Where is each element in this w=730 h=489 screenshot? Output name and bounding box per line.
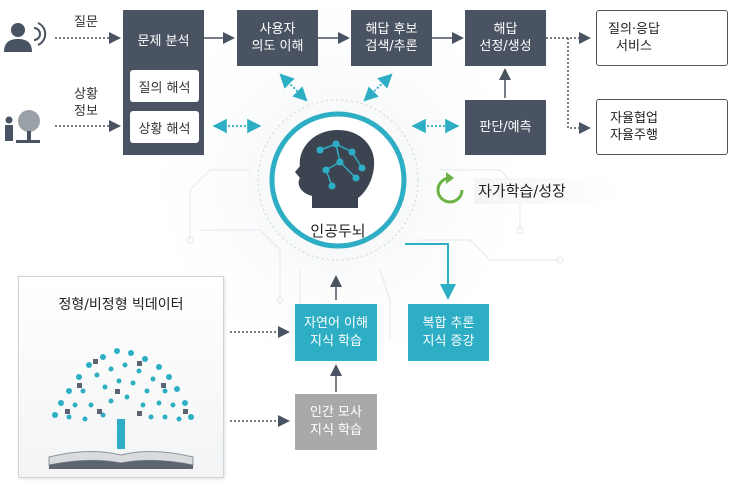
- complex-reasoning-line1: 복합 추론: [422, 315, 475, 331]
- human-mimic-line1: 인간 모사: [310, 405, 362, 420]
- qa-service-line1: 질의·응답: [608, 22, 660, 37]
- data-tree-foliage: [52, 348, 194, 422]
- nlu-learning-box: 자연어 이해 지식 학습: [295, 304, 377, 361]
- data-tree-trunk: [117, 419, 125, 449]
- situation-interpretation: 상황 해석: [130, 111, 199, 143]
- situation-label-line2: 정보: [74, 104, 98, 119]
- problem-analysis-box: 문제 분석 질의 해석 상황 해석: [123, 10, 204, 155]
- user-intent-line1: 사용자: [259, 22, 296, 37]
- autonomous-line1: 자율협업: [610, 111, 658, 126]
- complex-reasoning-line2: 지식 증강: [422, 333, 475, 349]
- situation-label: 상황 정보: [66, 86, 106, 120]
- nlu-learning-line1: 자연어 이해: [304, 315, 368, 331]
- autonomous-box: 자율협업 자율주행: [596, 99, 728, 155]
- answer-select-line2: 선정/생성: [479, 39, 532, 54]
- bigdata-panel: 정형/비정형 빅데이터: [18, 276, 224, 478]
- query-interpretation: 질의 해석: [130, 70, 199, 102]
- judge-predict-box: 판단/예측: [465, 100, 546, 155]
- answer-candidate-line1: 해답 후보: [365, 22, 418, 37]
- answer-candidate-box: 해답 후보 검색/추론: [351, 10, 432, 66]
- data-tree-gray-icons: [65, 359, 188, 416]
- question-label: 질문: [74, 15, 98, 30]
- data-tree-illustration: [48, 348, 194, 469]
- autonomous-line2: 자율주행: [610, 128, 658, 143]
- nlu-learning-line2: 지식 학습: [310, 333, 362, 349]
- answer-select-box: 해답 선정/생성: [465, 10, 546, 66]
- brain-label: 인공두뇌: [310, 222, 366, 240]
- situation-label-line1: 상황: [74, 87, 98, 102]
- brain-head-icon: [295, 130, 375, 208]
- answer-candidate-line2: 검색/추론: [365, 39, 418, 54]
- user-intent-box: 사용자 의도 이해: [237, 10, 318, 66]
- complex-reasoning-box: 복합 추론 지식 증강: [408, 304, 489, 361]
- self-learning-label: 자가학습/성장: [474, 178, 618, 204]
- speaking-person-icon: [4, 22, 47, 52]
- human-mimic-box: 인간 모사 지식 학습: [295, 394, 377, 450]
- human-mimic-line2: 지식 학습: [310, 423, 362, 438]
- qa-service-box: 질의·응답 서비스: [596, 10, 728, 66]
- open-book-icon: [48, 450, 194, 469]
- user-intent-line2: 의도 이해: [251, 39, 304, 54]
- bigdata-title: 정형/비정형 빅데이터: [58, 297, 184, 313]
- cycle-arrow-icon: [436, 176, 464, 204]
- qa-service-line2: 서비스: [616, 39, 652, 54]
- problem-analysis-title: 문제 분석: [137, 34, 190, 49]
- situation-sensor-icon: [5, 110, 40, 143]
- answer-select-line1: 해답: [493, 22, 518, 37]
